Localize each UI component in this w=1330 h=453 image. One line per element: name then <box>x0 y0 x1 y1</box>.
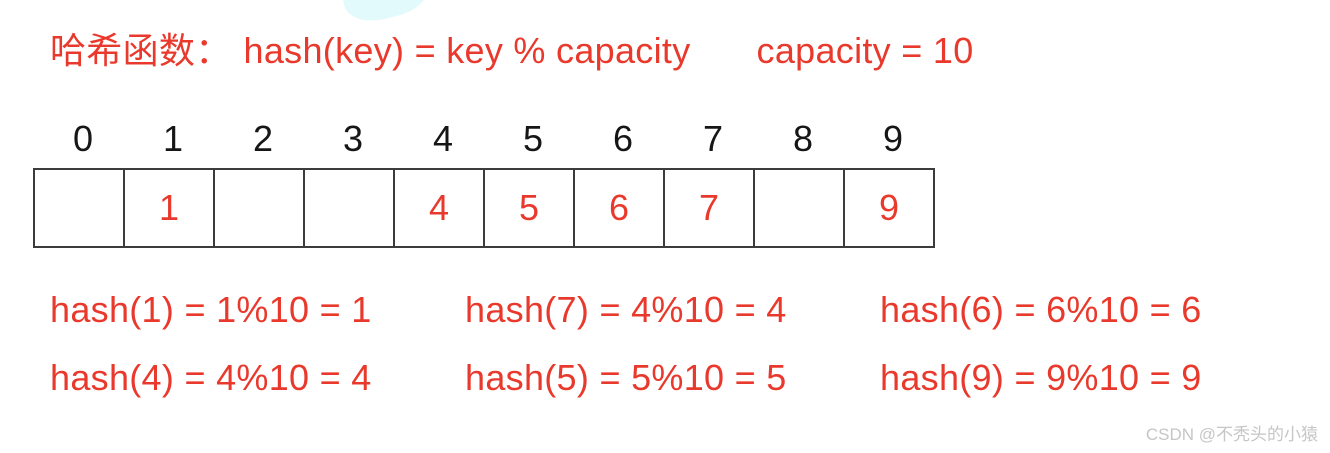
hash-table: 1 4 5 6 7 9 <box>33 168 935 248</box>
title-capacity-value: capacity = 10 <box>756 30 974 71</box>
hash-equation: hash(1) = 1%10 = 1 <box>50 289 372 330</box>
table-cell: 9 <box>878 187 900 228</box>
index-label: 0 <box>72 118 94 159</box>
title-label: 哈希函数： <box>50 30 232 71</box>
table-cell <box>35 170 125 246</box>
hash-equation: hash(7) = 4%10 = 4 <box>465 289 787 330</box>
index-label: 8 <box>792 118 814 159</box>
index-label: 7 <box>702 118 724 159</box>
index-label: 6 <box>612 118 634 159</box>
table-cell <box>305 170 395 246</box>
table-cell: 4 <box>395 170 485 246</box>
index-label: 3 <box>342 118 364 159</box>
table-cell: 7 <box>665 170 755 246</box>
table-cell <box>215 170 305 246</box>
table-cell <box>755 170 845 246</box>
watermark: CSDN @不秃头的小猿 <box>1145 425 1318 444</box>
index-label: 9 <box>882 118 904 159</box>
hash-equation: hash(4) = 4%10 = 4 <box>50 357 372 398</box>
table-cell: 6 <box>575 170 665 246</box>
hash-equations: hash(1) = 1%10 = 1 hash(7) = 4%10 = 4 ha… <box>50 288 1202 400</box>
index-label: 5 <box>522 118 544 159</box>
table-cell: 1 <box>125 170 215 246</box>
hash-equation: hash(9) = 9%10 = 9 <box>880 357 1202 398</box>
index-label: 1 <box>162 118 184 159</box>
index-row: 0 1 2 3 4 5 6 7 8 9 <box>38 118 938 160</box>
table-cell: 5 <box>485 170 575 246</box>
index-label: 2 <box>252 118 274 159</box>
hash-equation: hash(6) = 6%10 = 6 <box>880 289 1202 330</box>
title-formula: hash(key) = key % capacity <box>243 30 691 71</box>
hash-equation: hash(5) = 5%10 = 5 <box>465 357 787 398</box>
page-title: 哈希函数： hash(key) = key % capacity capacity … <box>50 22 974 74</box>
index-label: 4 <box>432 118 454 159</box>
